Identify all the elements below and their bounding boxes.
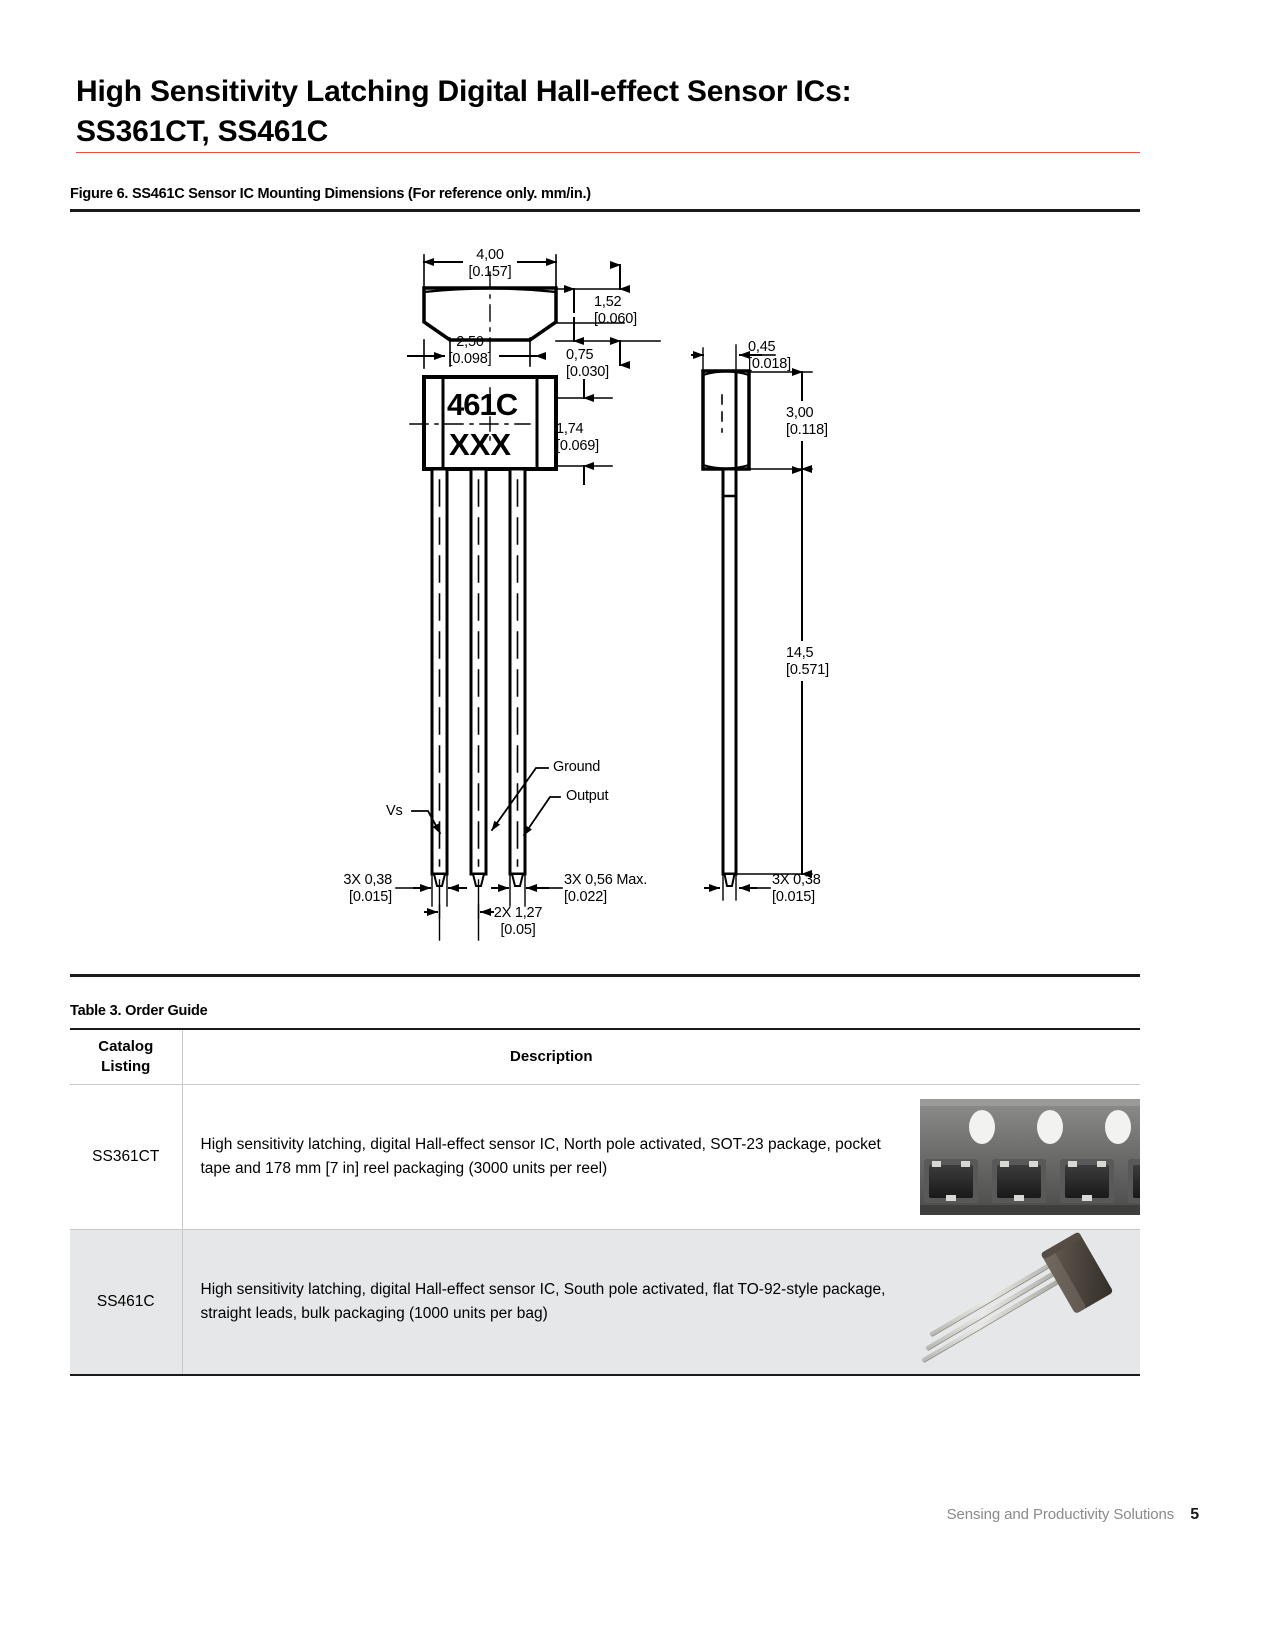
dim-lead-length: 14,5 [0.571]: [786, 645, 829, 678]
dim-body-height: 3,00 [0.118]: [786, 405, 828, 438]
pin-label-ground: Ground: [553, 759, 601, 775]
pin-label-vs: Vs: [386, 803, 403, 819]
page-title: High Sensitivity Latching Digital Hall-e…: [76, 72, 1156, 152]
dim-lead-width-side: 3X 0,38 [0.015]: [772, 872, 821, 905]
column-header-catalog-listing: Catalog Listing: [70, 1028, 183, 1085]
cell-description: High sensitivity latching, digital Hall-…: [182, 1229, 920, 1376]
to-92-package-photo: [920, 1230, 1140, 1374]
dim-chamfer-width: 2,50 [0.098]: [448, 334, 492, 367]
dim-body-thickness: 1,52 [0.060]: [594, 294, 637, 327]
dim-lead-pitch: 2X 1,27 [0.05]: [493, 905, 543, 938]
dim-lead-thickness: 3X 0,56 Max. [0.022]: [564, 872, 648, 905]
catalog-header-line1: Catalog: [98, 1037, 154, 1055]
page-title-line1: High Sensitivity Latching Digital Hall-e…: [76, 75, 852, 108]
table-caption: Table 3. Order Guide: [70, 1003, 208, 1019]
catalog-header-line2: Listing: [101, 1058, 151, 1075]
pin-label-output: Output: [566, 788, 609, 804]
sot-23-tape-reel-photo: [920, 1099, 1140, 1215]
cell-product-image: [920, 1229, 1140, 1376]
footer-text: Sensing and Productivity Solutions: [946, 1506, 1175, 1523]
title-divider: [76, 152, 1140, 153]
svg-text:461C: 461C: [447, 387, 518, 422]
page-number: 5: [1190, 1506, 1199, 1523]
figure-caption: Figure 6. SS461C Sensor IC Mounting Dime…: [70, 186, 591, 202]
dim-chamfer-height: 0,75 [0.030]: [566, 347, 609, 380]
svg-text:XXX: XXX: [449, 427, 511, 462]
column-header-description: Description: [182, 1028, 920, 1085]
page-title-line2: SS361CT, SS461C: [76, 114, 329, 148]
dim-sensor-depth: 1,74 [0.069]: [556, 421, 599, 454]
table-row: SS461C High sensitivity latching, digita…: [70, 1229, 1140, 1376]
order-guide-table: Catalog Listing Description SS361CT High…: [70, 1028, 1140, 1376]
cell-description: High sensitivity latching, digital Hall-…: [182, 1084, 920, 1230]
column-header-image: [920, 1028, 1140, 1085]
figure-bottom-rule: [70, 974, 1140, 977]
table-row: SS361CT High sensitivity latching, digit…: [70, 1084, 1140, 1230]
figure-top-rule: [70, 209, 1140, 212]
dim-width-top: 4,00 [0.157]: [468, 247, 512, 280]
dim-side-thickness: 0,45 [0.018]: [748, 339, 791, 372]
cell-catalog-listing: SS461C: [70, 1229, 183, 1376]
page-footer: Sensing and Productivity Solutions 5: [947, 1506, 1199, 1524]
table-header-row: Catalog Listing Description: [70, 1028, 1140, 1085]
cell-product-image: [920, 1084, 1140, 1230]
dim-lead-width-front: 3X 0,38 [0.015]: [343, 872, 392, 905]
cell-catalog-listing: SS361CT: [70, 1084, 183, 1230]
